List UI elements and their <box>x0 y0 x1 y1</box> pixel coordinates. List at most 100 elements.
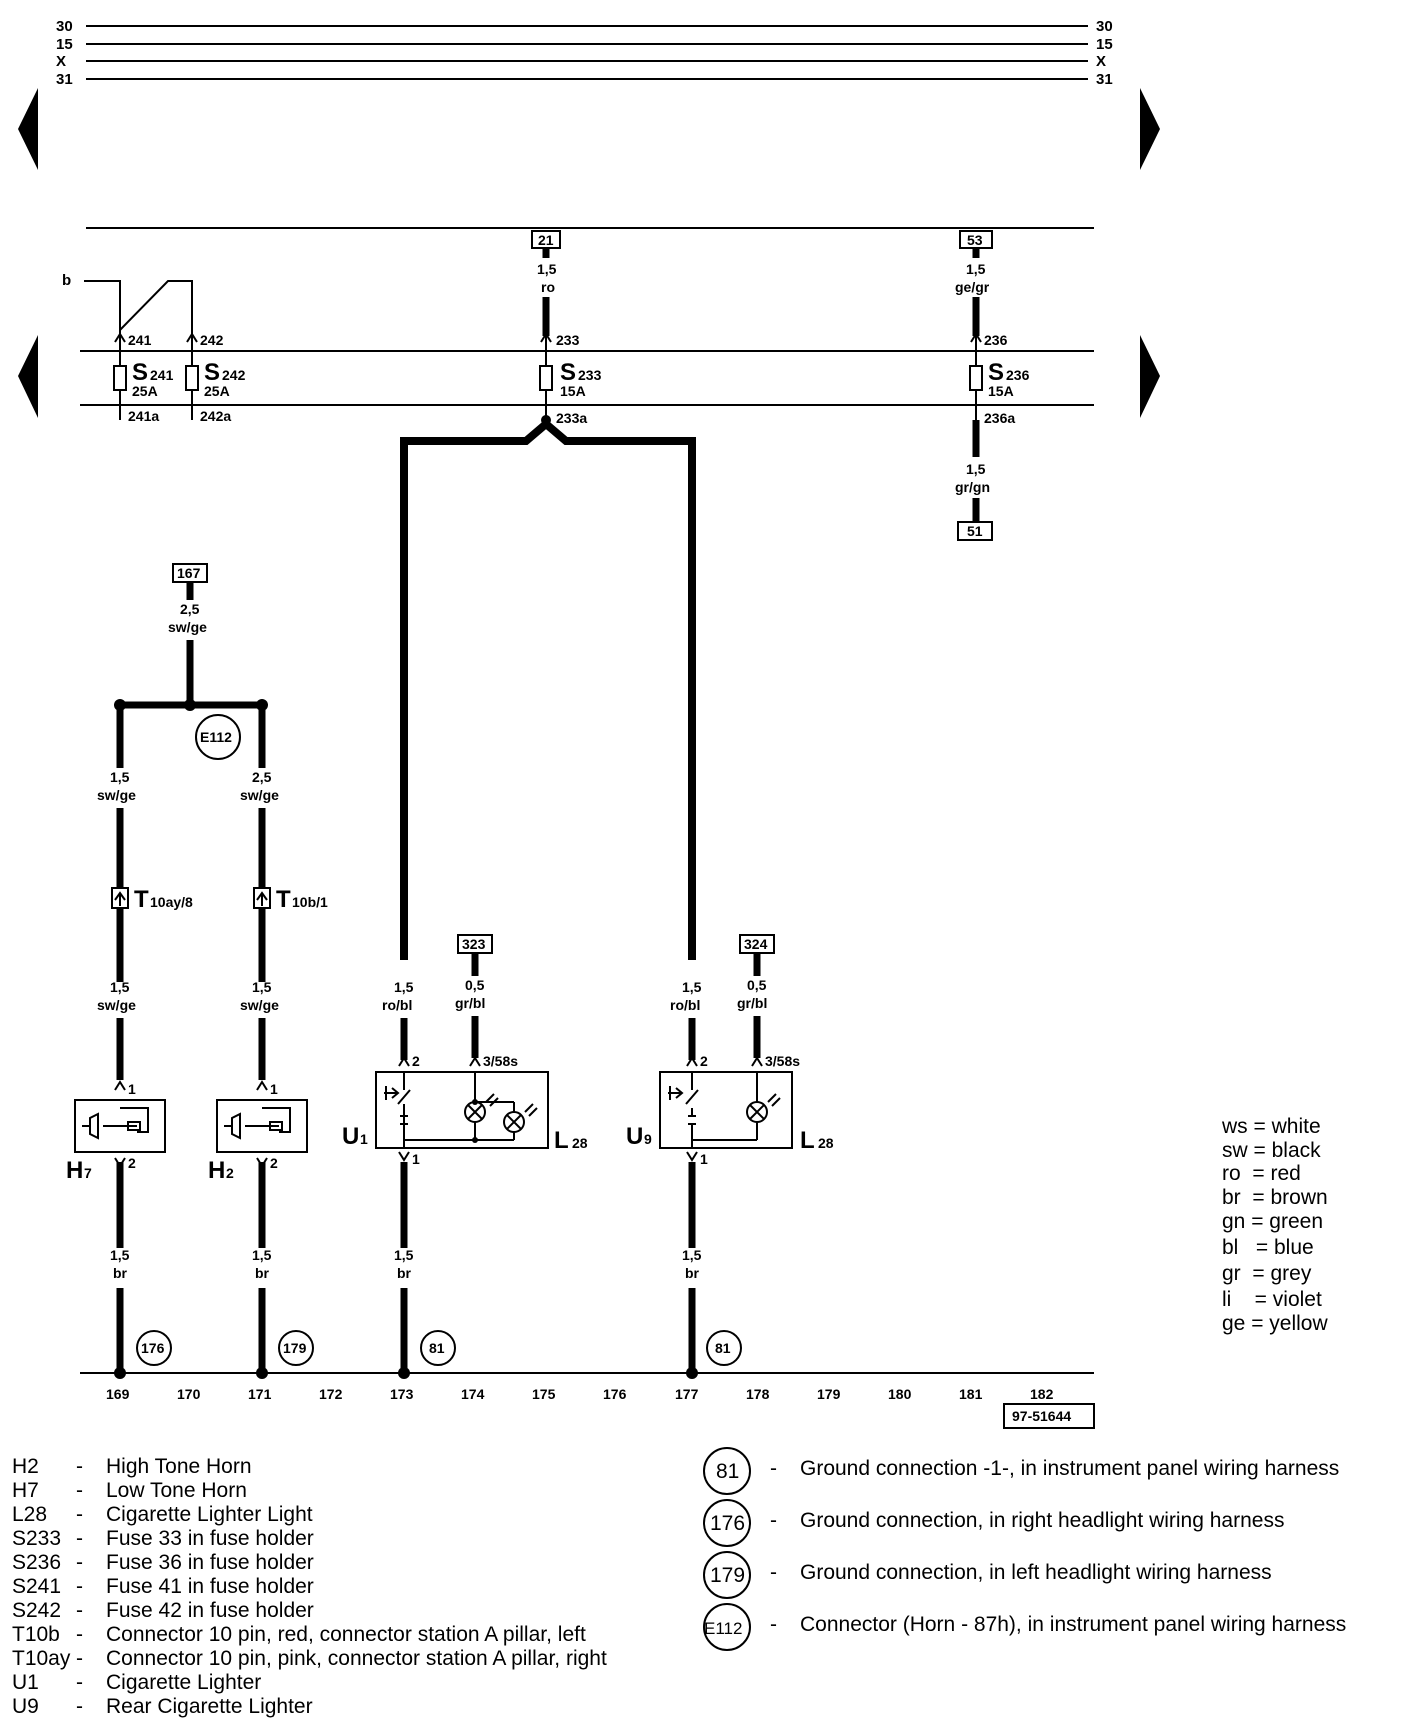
svg-text:T: T <box>134 886 149 913</box>
g4-size: 1,5 <box>682 1247 702 1263</box>
g4-color: br <box>685 1265 700 1281</box>
svg-text:1: 1 <box>700 1151 708 1167</box>
svg-text:S: S <box>132 359 148 386</box>
component-legend-row: U1 <box>12 1671 39 1694</box>
svg-text:241: 241 <box>128 332 152 348</box>
track-169: 169 <box>106 1386 130 1402</box>
connector-e112: E112 <box>195 714 241 760</box>
component-legend-row: S236 <box>12 1551 62 1574</box>
component-legend-desc: Rear Cigarette Lighter <box>106 1695 313 1718</box>
w324-size: 0,5 <box>747 977 767 993</box>
rail-label-x-right: X <box>1096 53 1106 70</box>
lighter-light-l28-b: L 28 <box>800 1127 834 1154</box>
b-label: b <box>62 272 71 289</box>
fuse-s236: 236 S 236 15A 236a <box>969 332 1030 426</box>
svg-text:T: T <box>276 886 291 913</box>
wu1-color: ro/bl <box>382 997 412 1013</box>
component-legend-desc: Fuse 36 in fuse holder <box>106 1551 314 1574</box>
component-legend-desc: Cigarette Lighter <box>106 1671 262 1694</box>
svg-text:167: 167 <box>177 565 201 581</box>
svg-text:10ay/8: 10ay/8 <box>150 894 193 910</box>
track-182: 182 <box>1030 1386 1054 1402</box>
track-numbers: 169 170 171 172 173 174 175 176 177 178 … <box>106 1386 1054 1402</box>
svg-text:2: 2 <box>412 1053 420 1069</box>
svg-text:15A: 15A <box>988 383 1014 399</box>
svg-text:2: 2 <box>270 1155 278 1171</box>
w323-size: 0,5 <box>465 977 485 993</box>
g1-color: br <box>113 1265 128 1281</box>
svg-text:2: 2 <box>226 1165 234 1181</box>
track-172: 172 <box>319 1386 343 1402</box>
svg-text:3/58s: 3/58s <box>765 1053 800 1069</box>
svg-text:233a: 233a <box>556 410 587 426</box>
ground-legend-code-e112: E112 <box>704 1619 742 1638</box>
w53-size: 1,5 <box>966 261 986 277</box>
component-legend-row: U9 <box>12 1695 39 1718</box>
right-arrow-icon-2 <box>1140 335 1160 418</box>
svg-text:242: 242 <box>222 367 246 383</box>
w21-color: ro <box>541 279 555 295</box>
color-legend-row: gn = green <box>1222 1210 1324 1233</box>
svg-text:242a: 242a <box>200 408 231 424</box>
ground-legend-desc: Connector (Horn - 87h), in instrument pa… <box>800 1613 1347 1636</box>
svg-text:176: 176 <box>141 1340 165 1356</box>
svg-text:324: 324 <box>744 936 768 952</box>
ground-81-a: 81 <box>420 1330 456 1366</box>
ground-legend-desc: Ground connection, in right headlight wi… <box>800 1509 1285 1532</box>
component-legend-row: H2 <box>12 1455 39 1478</box>
svg-text:S: S <box>204 359 220 386</box>
color-legend-row: bl = blue <box>1222 1236 1314 1259</box>
cigarette-lighter-u1: 2 3/58s 1 U 1 <box>342 1053 549 1167</box>
w51-size: 1,5 <box>966 461 986 477</box>
svg-text:7: 7 <box>84 1165 92 1181</box>
svg-text:L: L <box>554 1127 569 1154</box>
w167-size: 2,5 <box>180 601 200 617</box>
g2-color: br <box>255 1265 270 1281</box>
svg-text:1: 1 <box>128 1081 136 1097</box>
wu1-size: 1,5 <box>394 979 414 995</box>
component-legend-row: H7 <box>12 1479 39 1502</box>
drawing-number: 97-51644 <box>1003 1403 1095 1429</box>
rail-labels-left: 30 15 X 31 <box>56 18 73 88</box>
svg-text:S: S <box>560 359 576 386</box>
svg-text:2: 2 <box>128 1155 136 1171</box>
component-legend-row: T10ay <box>12 1647 71 1670</box>
track-177: 177 <box>675 1386 699 1402</box>
wh7a-size: 1,5 <box>110 769 130 785</box>
svg-text:81: 81 <box>429 1340 445 1356</box>
track-181: 181 <box>959 1386 983 1402</box>
ground-legend-code-176: 176 <box>710 1512 745 1535</box>
svg-text:21: 21 <box>538 232 554 248</box>
ground-176: 176 <box>136 1330 172 1366</box>
svg-text:H: H <box>208 1157 225 1184</box>
horn-h2: 1 2 H 2 <box>208 1080 308 1184</box>
color-legend-row: br = brown <box>1222 1186 1328 1209</box>
rail-label-15-right: 15 <box>1096 36 1113 53</box>
w323-color: gr/bl <box>455 995 485 1011</box>
w324-color: gr/bl <box>737 995 767 1011</box>
track-179: 179 <box>817 1386 841 1402</box>
w21-size: 1,5 <box>537 261 557 277</box>
color-legend-row: sw = black <box>1222 1139 1321 1162</box>
ground-legend-desc: Ground connection, in left headlight wir… <box>800 1561 1272 1584</box>
component-legend-row: T10b <box>12 1623 60 1646</box>
svg-text:25A: 25A <box>204 383 230 399</box>
g3-color: br <box>397 1265 412 1281</box>
svg-text:241a: 241a <box>128 408 159 424</box>
lighter-light-l28-a: L 28 <box>554 1127 588 1154</box>
component-legend-desc: Cigarette Lighter Light <box>106 1503 313 1526</box>
rail-label-15: 15 <box>56 36 73 53</box>
g2-size: 1,5 <box>252 1247 272 1263</box>
component-legend-desc: Fuse 41 in fuse holder <box>106 1575 314 1598</box>
component-legend-row: S241 <box>12 1575 62 1598</box>
fuse-s233: 233 S 233 15A 233a <box>539 332 602 426</box>
color-legend-row: gr = grey <box>1222 1262 1312 1285</box>
ground-179: 179 <box>278 1330 314 1366</box>
svg-text:323: 323 <box>462 936 486 952</box>
svg-text:233: 233 <box>556 332 580 348</box>
ground-legend-symbols: 81 176 179 E112 <box>703 1447 751 1651</box>
svg-text:2: 2 <box>700 1053 708 1069</box>
feed-233a <box>400 418 696 960</box>
wu9-color: ro/bl <box>670 997 700 1013</box>
b-feed <box>84 280 193 333</box>
